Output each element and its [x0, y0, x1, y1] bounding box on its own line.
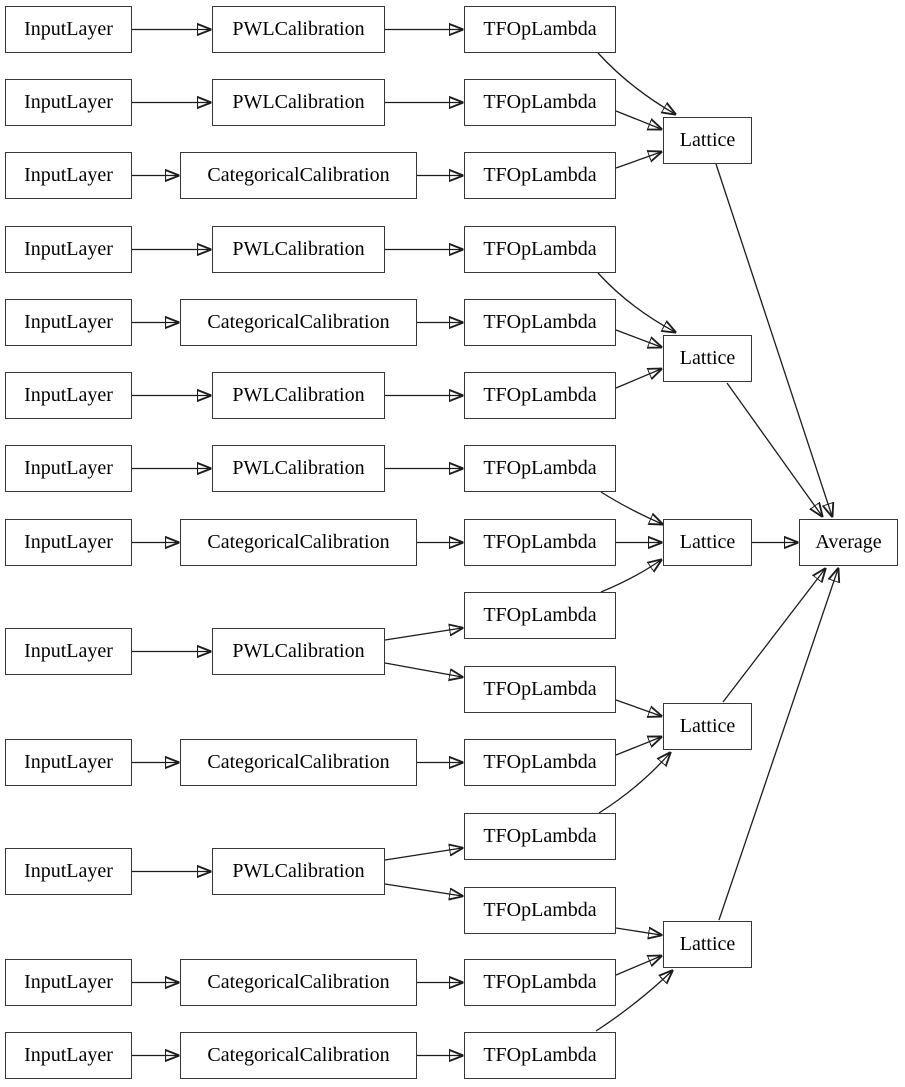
edge-lat2-avg — [726, 382, 822, 516]
node-inputlayer-il7: InputLayer — [5, 445, 132, 492]
node-inputlayer-il4: InputLayer — [5, 226, 132, 273]
node-tfoplambda-tf5: TFOpLambda — [464, 299, 616, 346]
node-inputlayer-il12: InputLayer — [5, 959, 132, 1006]
node-inputlayer-il2: InputLayer — [5, 79, 132, 126]
edge-tf11-lat4 — [615, 737, 661, 756]
edge-cal9-tf10 — [384, 662, 462, 677]
edge-tf14-lat5 — [615, 956, 661, 976]
node-pwlcalibration-cal6: PWLCalibration — [212, 372, 385, 419]
node-tfoplambda-tf11: TFOpLambda — [464, 739, 616, 786]
node-inputlayer-il1: InputLayer — [5, 6, 132, 53]
edge-cal9-tf9 — [384, 628, 462, 641]
node-categoricalcalibration-cal10: CategoricalCalibration — [180, 739, 417, 786]
node-categoricalcalibration-cal5: CategoricalCalibration — [180, 299, 417, 346]
node-tfoplambda-tf2: TFOpLambda — [464, 79, 616, 126]
node-lattice-lat3: Lattice — [663, 519, 752, 566]
node-inputlayer-il13: InputLayer — [5, 1032, 132, 1079]
node-categoricalcalibration-cal12: CategoricalCalibration — [180, 959, 417, 1006]
edge-tf2-lat1 — [615, 110, 661, 129]
node-pwlcalibration-cal1: PWLCalibration — [212, 6, 385, 53]
node-tfoplambda-tf6: TFOpLambda — [464, 372, 616, 419]
edge-cal11-tf12 — [384, 848, 462, 861]
node-tfoplambda-tf3: TFOpLambda — [464, 152, 616, 199]
node-pwlcalibration-cal9: PWLCalibration — [212, 628, 385, 675]
node-pwlcalibration-cal4: PWLCalibration — [212, 226, 385, 273]
node-lattice-lat2: Lattice — [663, 335, 752, 382]
node-average-avg: Average — [799, 519, 898, 566]
node-tfoplambda-tf12: TFOpLambda — [464, 813, 616, 860]
node-tfoplambda-tf7: TFOpLambda — [464, 445, 616, 492]
node-tfoplambda-tf10: TFOpLambda — [464, 666, 616, 713]
edge-tf6-lat2 — [615, 369, 661, 389]
edge-tf3-lat1 — [615, 152, 661, 169]
node-pwlcalibration-cal11: PWLCalibration — [212, 848, 385, 895]
node-tfoplambda-tf9: TFOpLambda — [464, 592, 616, 639]
edge-tf5-lat2 — [615, 329, 661, 347]
node-pwlcalibration-cal7: PWLCalibration — [212, 445, 385, 492]
node-inputlayer-il11: InputLayer — [5, 848, 132, 895]
edge-tf13-lat5 — [615, 928, 661, 935]
node-inputlayer-il10: InputLayer — [5, 739, 132, 786]
edge-cal11-tf13 — [384, 883, 462, 896]
node-tfoplambda-tf4: TFOpLambda — [464, 226, 616, 273]
node-categoricalcalibration-cal3: CategoricalCalibration — [180, 152, 417, 199]
node-lattice-lat4: Lattice — [663, 703, 752, 750]
edge-lat4-avg — [722, 569, 825, 703]
node-inputlayer-il6: InputLayer — [5, 372, 132, 419]
node-categoricalcalibration-cal8: CategoricalCalibration — [180, 519, 417, 566]
node-lattice-lat5: Lattice — [663, 921, 752, 968]
node-inputlayer-il9: InputLayer — [5, 628, 132, 675]
edge-tf10-lat4 — [615, 699, 661, 716]
node-inputlayer-il8: InputLayer — [5, 519, 132, 566]
node-categoricalcalibration-cal13: CategoricalCalibration — [180, 1032, 417, 1079]
node-tfoplambda-tf8: TFOpLambda — [464, 519, 616, 566]
node-tfoplambda-tf14: TFOpLambda — [464, 959, 616, 1006]
node-pwlcalibration-cal2: PWLCalibration — [212, 79, 385, 126]
node-tfoplambda-tf1: TFOpLambda — [464, 6, 616, 53]
node-inputlayer-il3: InputLayer — [5, 152, 132, 199]
node-tfoplambda-tf15: TFOpLambda — [464, 1032, 616, 1079]
node-tfoplambda-tf13: TFOpLambda — [464, 887, 616, 934]
node-lattice-lat1: Lattice — [663, 117, 752, 164]
node-inputlayer-il5: InputLayer — [5, 299, 132, 346]
